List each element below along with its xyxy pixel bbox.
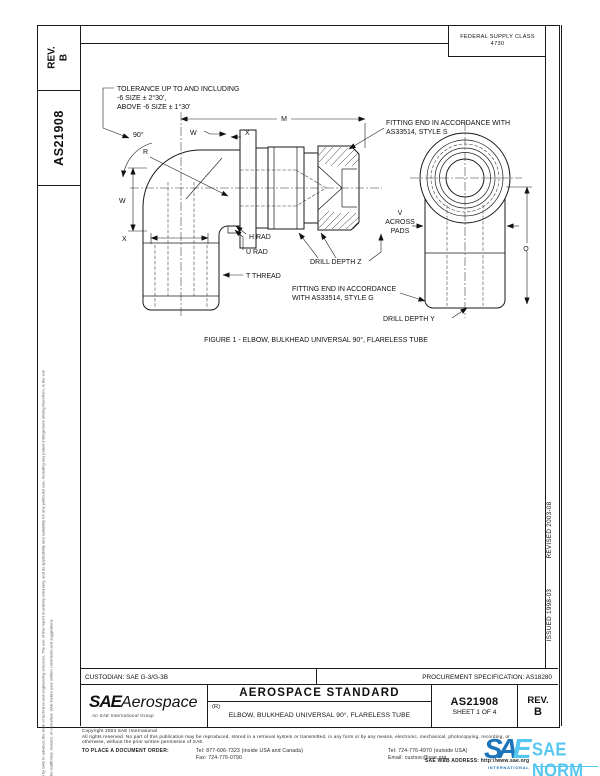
doc-number: AS21908 (450, 696, 499, 708)
dim-X-left-label: X (122, 236, 127, 243)
watermark-international: INTERNATIONAL (488, 765, 530, 770)
sae-logo-cell: SAEAerospace An SAE International Group (80, 685, 208, 727)
dim-Q-label: Q (523, 246, 529, 253)
email-address: Email: custsvc@sae.org (388, 754, 447, 761)
dim-W-left-label: W (119, 198, 126, 205)
rev-value: B (534, 705, 542, 718)
web-address: SAE WEB ADDRESS: http://www.sae.org (425, 758, 529, 764)
fax-number: Fax: 724-776-0790 (196, 754, 242, 761)
v-across-pads-line1: V (398, 210, 403, 217)
dim-W-top-label: W (190, 130, 197, 137)
procurement-cell: PROCUREMENT SPECIFICATION: AS18280 (422, 673, 552, 681)
style-g-note-line2: WITH AS33514, STYLE G (292, 295, 374, 302)
revised-date: REVISED 2003-08 (546, 501, 553, 559)
title-block-row2: SAEAerospace An SAE International Group … (80, 684, 558, 727)
doc-number-margin-box: AS21908 (37, 90, 81, 186)
v-across-pads-line3: PADS (391, 228, 410, 235)
aerospace-standard-heading: AEROSPACE STANDARD (208, 685, 431, 702)
rights-line2: otherwise, without the prior written per… (82, 739, 205, 744)
rev-margin-value: B (58, 53, 70, 62)
style-g-note-line1: FITTING END IN ACCORDANCE (292, 286, 397, 293)
tolerance-note-line3: ABOVE -6 SIZE ± 1°30' (117, 103, 190, 111)
right-margin-strip (545, 25, 559, 668)
frame-inner-top-line (80, 43, 448, 44)
elbow-outer-contour (142, 149, 240, 243)
watermark-rule (536, 766, 598, 767)
style-s-note-line2: AS33514, STYLE S (386, 129, 448, 136)
rev-margin-label: REV. (46, 46, 58, 69)
dim-X-top-label: X (245, 130, 250, 137)
tolerance-note-line2: -6 SIZE ± 2°30', (117, 94, 166, 102)
order-heading: TO PLACE A DOCUMENT ORDER: (82, 748, 169, 754)
u-rad-label: U RAD (246, 249, 268, 256)
style-s-note-line1: FITTING END IN ACCORDANCE WITH (386, 120, 510, 127)
rights-line1: All rights reserved. No part of this pub… (82, 733, 511, 739)
copyright-line: Copyright 2003 SAE International (82, 728, 158, 733)
fsc-value: 4730 (490, 40, 505, 47)
web-address-label: SAE WEB ADDRESS: (425, 758, 480, 764)
custodian-cell: CUSTODIAN: SAE G-3/G-3B (80, 669, 317, 685)
sae-watermark-logo: SAE (484, 733, 531, 764)
dim-M-label: M (281, 116, 287, 123)
sae-norm-watermark: SAE INTERNATIONAL SAE NORM (484, 733, 600, 776)
aerospace-logo-text: Aerospace (120, 694, 198, 711)
standard-title-cell: AEROSPACE STANDARD (R) ELBOW, BULKHEAD U… (208, 685, 432, 727)
rev-cell: REV. B (518, 685, 558, 727)
fsc-label: FEDERAL SUPPLY CLASS (460, 33, 535, 40)
drawing-frame-outer-line (561, 25, 562, 726)
tolerance-note-line1: TOLERANCE UP TO AND INCLUDING (117, 86, 239, 93)
title-block-row1: CUSTODIAN: SAE G-3/G-3B PROCUREMENT SPEC… (80, 668, 558, 685)
tolerance-leader (102, 87, 114, 128)
watermark-norm-text: SAE NORM (532, 739, 584, 776)
web-address-url: http://www.sae.org (480, 758, 530, 764)
tel-outside: Tel: 724-776-4970 (outside USA) (388, 748, 468, 754)
dim-R-label: R (143, 149, 148, 156)
h-rad-label: H RAD (249, 234, 271, 241)
figure-caption: FIGURE 1 - ELBOW, BULKHEAD UNIVERSAL 90°… (204, 336, 428, 344)
elbow-inner-contour (218, 225, 240, 243)
sae-logo: SAEAerospace (89, 692, 198, 711)
doc-number-margin: AS21908 (51, 109, 66, 166)
rev-label: REV. (527, 694, 549, 706)
t-thread-label: T THREAD (246, 273, 281, 280)
dim-90deg-arc (121, 142, 153, 178)
bulkhead-flange (239, 129, 257, 249)
technical-drawing: TOLERANCE UP TO AND INCLUDING -6 SIZE ± … (102, 86, 532, 344)
drawing-frame (37, 25, 560, 728)
issued-date: ISSUED 1998-03 (546, 588, 553, 642)
left-disclaimer-line2: SAE reviews each technical report at lea… (48, 618, 54, 776)
document-title: ELBOW, BULKHEAD UNIVERSAL 90°, FLARELESS… (228, 712, 411, 719)
v-across-pads-line2: ACROSS (385, 219, 415, 226)
sae-logo-tagline: An SAE International Group (92, 713, 154, 718)
dim-90deg-label: 90° (133, 131, 144, 139)
federal-supply-class-box: FEDERAL SUPPLY CLASS 4730 (448, 25, 546, 57)
drill-depth-y-label: DRILL DEPTH Y (383, 316, 435, 323)
left-margin-strip: SAE Technical Standards Board Rules prov… (37, 185, 81, 776)
rev-margin-box: REV. B (37, 25, 81, 91)
tel-inside: Tel: 877-606-7323 (inside USA and Canada… (196, 748, 304, 754)
doc-number-cell: AS21908 SHEET 1 OF 4 (432, 685, 518, 727)
elbow-step (227, 226, 240, 234)
sheet-count: SHEET 1 OF 4 (452, 709, 497, 716)
revised-mark: (R) (212, 704, 221, 710)
drill-depth-z-label: DRILL DEPTH Z (310, 259, 362, 266)
tolerance-leader-arrow (102, 127, 130, 139)
